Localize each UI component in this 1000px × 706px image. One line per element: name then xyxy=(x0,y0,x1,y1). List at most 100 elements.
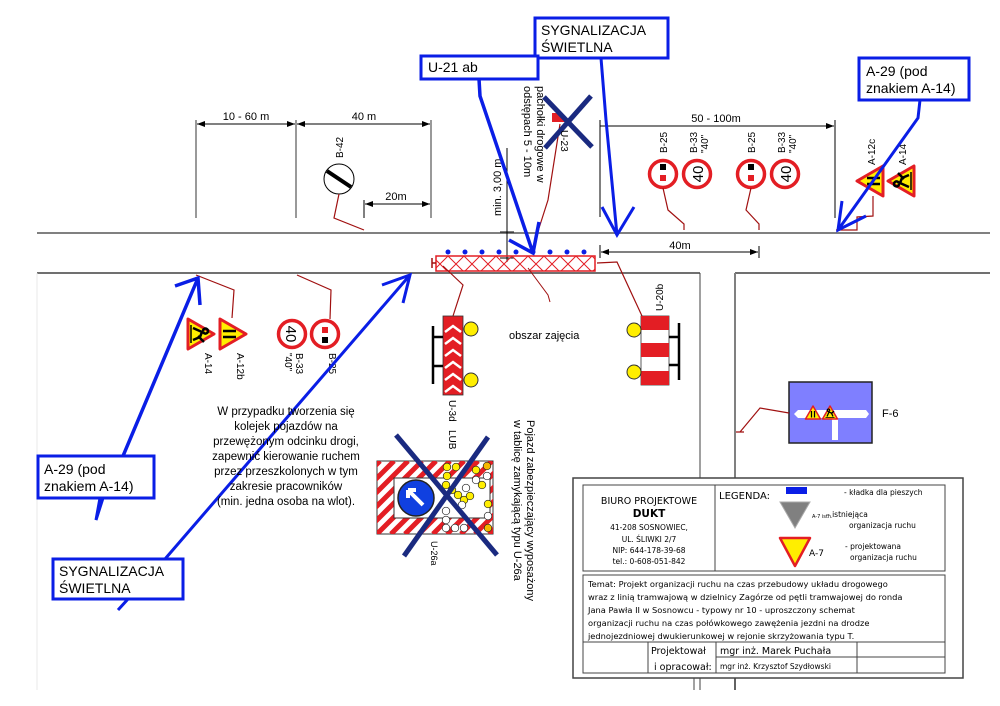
u26-light xyxy=(483,499,493,509)
svg-text:Temat: Projekt organizacji ruc: Temat: Projekt organizacji ruchu na czas… xyxy=(587,579,888,589)
dim-40m-right: 40m xyxy=(669,240,690,252)
note-line: przez przeszkolonych w tym xyxy=(214,466,358,478)
cone-dot xyxy=(479,249,485,255)
sign-u20b xyxy=(596,261,681,386)
svg-text:Projektował: Projektował xyxy=(651,646,706,657)
label-b25-2: B-25 xyxy=(747,131,758,153)
cone-dot xyxy=(547,249,553,255)
label-b33-2: B-33 xyxy=(777,131,788,153)
leader-a12c xyxy=(836,196,874,231)
u26-light xyxy=(457,500,467,510)
note-line: kolejek pojazdów na xyxy=(234,421,338,433)
legend: LEGENDA: - kładka dla pieszych A-7 istn.… xyxy=(719,487,923,568)
svg-text:Jana Pawła II w Sosnowcu - typ: Jana Pawła II w Sosnowcu - typowy nr 10 … xyxy=(587,605,856,615)
svg-text:ŚWIETLNA: ŚWIETLNA xyxy=(59,579,131,596)
chevron-stripe xyxy=(444,324,462,333)
svg-text:znakiem A-14): znakiem A-14) xyxy=(866,80,955,96)
label-vehicle-1: Pojazd zabezpieczający wyposażony xyxy=(524,420,536,601)
svg-text:jednojezdniowej dwukierunkowej: jednojezdniowej dwukierunkowej w rejonie… xyxy=(587,631,854,641)
u26-light xyxy=(441,506,451,516)
dim-40m: 40 m xyxy=(352,111,376,123)
u26-light xyxy=(483,511,493,521)
sign-u26a-crossed xyxy=(376,433,499,558)
u26-light xyxy=(459,523,469,533)
svg-text:i opracował:: i opracował: xyxy=(654,662,712,673)
svg-text:40: 40 xyxy=(282,326,299,343)
u26-light xyxy=(471,475,481,485)
chevron-stripe xyxy=(444,384,462,393)
dim-50-100m: 50 - 100m xyxy=(691,113,741,125)
u26-stripe xyxy=(473,512,493,534)
sign-b33-top-1: 40 xyxy=(681,158,713,190)
u26-light xyxy=(477,480,487,490)
subject: Temat: Projekt organizacji ruchu na czas… xyxy=(587,579,902,641)
label-f6: F-6 xyxy=(882,408,899,420)
dim-10-60m: 10 - 60 m xyxy=(223,111,269,123)
label-b33-1: B-33 xyxy=(689,131,700,153)
svg-text:tel.: 0-608-051-842: tel.: 0-608-051-842 xyxy=(613,557,686,566)
u26-light xyxy=(441,515,451,525)
svg-text:organizacji ruchu na czas połó: organizacji ruchu na czas połówkowego za… xyxy=(588,618,869,628)
svg-text:ŚWIETLNA: ŚWIETLNA xyxy=(541,38,613,55)
svg-text:UL. ŚLIWKI 2/7: UL. ŚLIWKI 2/7 xyxy=(622,535,677,544)
sign-b25-top-1 xyxy=(647,158,685,230)
title-block xyxy=(572,477,964,690)
label-a14-left: A-14 xyxy=(202,353,213,375)
sign-b33-left: 40 xyxy=(276,318,308,350)
label-b42: B-42 xyxy=(335,136,346,158)
traffic-control-note: W przypadku tworzenia się kolejek pojazd… xyxy=(196,405,376,510)
svg-text:wraz z linią tramwajową w dzie: wraz z linią tramwajową w dzielnicy Zagó… xyxy=(588,592,902,602)
u26-light xyxy=(482,461,492,471)
svg-text:A-29 (pod: A-29 (pod xyxy=(866,63,927,79)
svg-text:SYGNALIZACJA: SYGNALIZACJA xyxy=(541,22,647,38)
label-work-area: obszar zajęcia xyxy=(509,330,580,342)
company-info: BIURO PROJEKTOWE DUKT 41-208 SOSNOWIEC, … xyxy=(601,496,697,566)
cone-dot xyxy=(513,249,519,255)
cone-dot xyxy=(445,249,451,255)
svg-text:U-21 ab: U-21 ab xyxy=(428,59,478,75)
u26-light xyxy=(453,490,463,500)
label-a12c: A-12c xyxy=(867,139,878,165)
chevron-stripe xyxy=(444,360,462,369)
cone-row xyxy=(445,249,587,255)
note-line: W przypadku tworzenia się xyxy=(217,406,355,418)
work-area xyxy=(431,255,596,272)
dim-min-width: min. 3,00 m xyxy=(492,159,504,216)
label-cones-2: odstępach 5 - 10m xyxy=(521,86,533,177)
svg-text:organizacja ruchu: organizacja ruchu xyxy=(849,521,916,530)
u26-light xyxy=(482,471,492,481)
dimension-lines xyxy=(195,120,836,262)
sign-f6 xyxy=(736,381,873,444)
note-line: zapewnić kierowanie ruchem xyxy=(212,451,360,463)
label-lub: LUB xyxy=(446,430,457,450)
callout-signal-bottom: SYGNALIZACJA ŚWIETLNA xyxy=(51,272,413,612)
cone-dot xyxy=(564,249,570,255)
svg-text:znakiem A-14): znakiem A-14) xyxy=(44,478,133,494)
svg-text:A-29 (pod: A-29 (pod xyxy=(44,461,105,477)
u26-stripe xyxy=(377,461,396,482)
leader-a12b xyxy=(195,274,235,319)
sign-b33-top-2: 40 xyxy=(769,158,801,190)
u26-light xyxy=(441,480,451,490)
label-u3d: U-3d xyxy=(446,400,457,422)
cone-dot xyxy=(462,249,468,255)
svg-text:- istniejąca: - istniejąca xyxy=(827,510,868,519)
legend-existing-swatch xyxy=(779,501,811,530)
u26-light xyxy=(471,465,481,475)
chevron-stripe xyxy=(444,348,462,357)
sign-a12b xyxy=(218,317,248,351)
callout-signal-top: SYGNALIZACJA ŚWIETLNA xyxy=(533,16,670,239)
u26-stripe xyxy=(377,461,424,510)
u26-light xyxy=(442,471,452,481)
note-line: przewężonym odcinku drogi, xyxy=(213,436,359,448)
label-b33-1-val: "40" xyxy=(700,134,711,153)
svg-text:DUKT: DUKT xyxy=(633,508,666,520)
note-line: zakresie pracowników xyxy=(229,481,343,493)
label-cones-1: pachołki drogowe w xyxy=(534,86,546,183)
svg-text:A-7 istn.: A-7 istn. xyxy=(812,514,833,520)
svg-text:LEGENDA:: LEGENDA: xyxy=(719,491,770,502)
svg-text:mgr inż. Marek Puchała: mgr inż. Marek Puchała xyxy=(720,646,831,657)
svg-text:mgr inż. Krzysztof Szydłowski: mgr inż. Krzysztof Szydłowski xyxy=(720,662,831,671)
cone-dot xyxy=(496,249,502,255)
